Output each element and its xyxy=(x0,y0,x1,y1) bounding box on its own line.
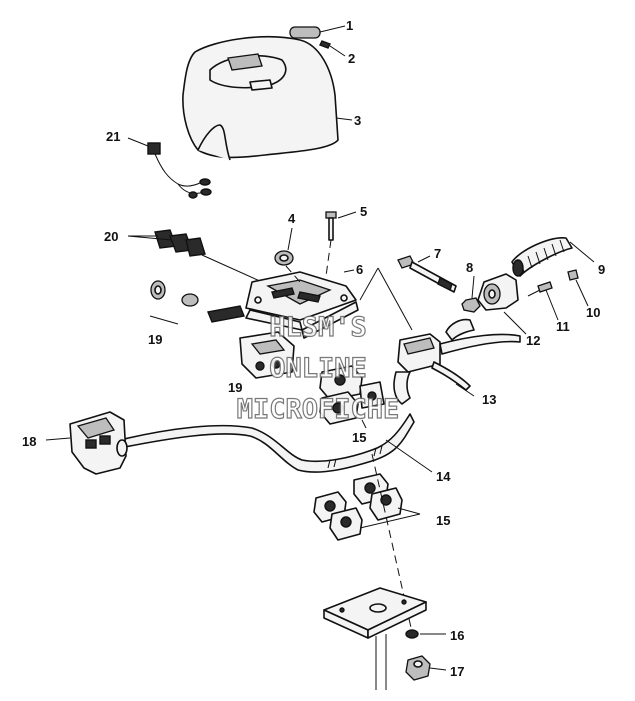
callout-10: 10 xyxy=(586,305,600,320)
callout-8: 8 xyxy=(466,260,473,275)
leader-7 xyxy=(417,255,431,263)
left-control-part xyxy=(69,411,128,475)
callout-12: 12 xyxy=(526,333,540,348)
leader-15a xyxy=(361,419,367,429)
housing-screw-part xyxy=(527,281,553,297)
callout-labels: 1 2 3 4 5 6 7 8 9 10 11 12 13 14 15 15 1… xyxy=(22,18,605,679)
wire-harness-part xyxy=(147,142,212,199)
switch-block-part xyxy=(239,331,295,379)
cover-clip-part xyxy=(319,40,331,49)
hand-grip-part xyxy=(511,237,573,277)
handlebar-part xyxy=(119,413,415,473)
stem-centerline xyxy=(371,453,413,633)
leader-20c xyxy=(201,254,263,283)
callout-4: 4 xyxy=(288,211,296,226)
callout-5: 5 xyxy=(360,204,367,219)
stem-plate-part xyxy=(323,587,427,690)
washer-part xyxy=(405,629,419,639)
leader-4 xyxy=(287,227,293,251)
set-screw-part xyxy=(567,269,579,281)
watermark: HLSM'S ONLINE MICROFICHE xyxy=(236,311,400,425)
callout-19-lower: 19 xyxy=(228,380,242,395)
watermark-line-1: HLSM'S xyxy=(269,312,367,343)
callout-21: 21 xyxy=(106,129,120,144)
leader-13 xyxy=(455,383,475,397)
indicator-lamp-part xyxy=(150,280,245,323)
leader-14 xyxy=(385,439,433,473)
leader-6 xyxy=(343,269,355,273)
callout-19-upper: 19 xyxy=(148,332,162,347)
watermark-line-3: MICROFICHE xyxy=(237,394,400,425)
leader-18 xyxy=(45,437,71,441)
callout-2: 2 xyxy=(348,51,355,66)
leader-9 xyxy=(569,241,595,263)
dash-5 xyxy=(325,239,332,277)
leader-brake-link-b xyxy=(359,267,379,301)
callout-15-lower: 15 xyxy=(436,513,450,528)
callout-20: 20 xyxy=(104,229,118,244)
brake-lever-part xyxy=(393,318,521,405)
leader-19a xyxy=(149,315,179,325)
callout-11: 11 xyxy=(556,319,570,334)
screw-part xyxy=(325,211,337,241)
callout-18: 18 xyxy=(22,434,36,449)
callout-3: 3 xyxy=(354,113,361,128)
callout-6: 6 xyxy=(356,262,363,277)
throttle-housing-part xyxy=(477,273,519,311)
leader-15b xyxy=(359,513,421,529)
adjuster-part xyxy=(397,255,457,293)
leader-10 xyxy=(575,279,589,307)
leader-21 xyxy=(127,137,149,147)
callout-14: 14 xyxy=(436,469,451,484)
leader-2 xyxy=(329,45,346,57)
leader-17 xyxy=(429,667,447,671)
watermark-line-2: ONLINE xyxy=(269,353,367,384)
callout-15-upper: 15 xyxy=(352,430,366,445)
leader-5 xyxy=(337,211,357,219)
callout-1: 1 xyxy=(346,18,353,33)
cover-badge-part xyxy=(289,26,321,39)
callout-9: 9 xyxy=(598,262,605,277)
decal-strips-part xyxy=(154,229,206,257)
callout-17: 17 xyxy=(450,664,464,679)
grommet-part xyxy=(274,250,294,266)
adjuster-nut-part xyxy=(461,297,481,313)
leader-11 xyxy=(545,289,559,321)
leader-20b xyxy=(127,235,173,241)
upper-clamp-part xyxy=(319,365,385,425)
handlebar-cover-part xyxy=(182,35,339,161)
callout-13: 13 xyxy=(482,392,496,407)
leader-12 xyxy=(503,311,527,335)
leader-brake-link xyxy=(377,267,413,331)
instrument-bracket-part xyxy=(245,271,359,339)
lower-clamp-part xyxy=(313,473,403,541)
leader-15c xyxy=(397,507,421,515)
callout-7: 7 xyxy=(434,246,441,261)
leader-8 xyxy=(471,275,475,299)
leader-1 xyxy=(319,25,346,33)
dash-4 xyxy=(285,265,301,283)
nut-part xyxy=(405,655,431,681)
callout-16: 16 xyxy=(450,628,464,643)
leader-3 xyxy=(335,117,353,121)
